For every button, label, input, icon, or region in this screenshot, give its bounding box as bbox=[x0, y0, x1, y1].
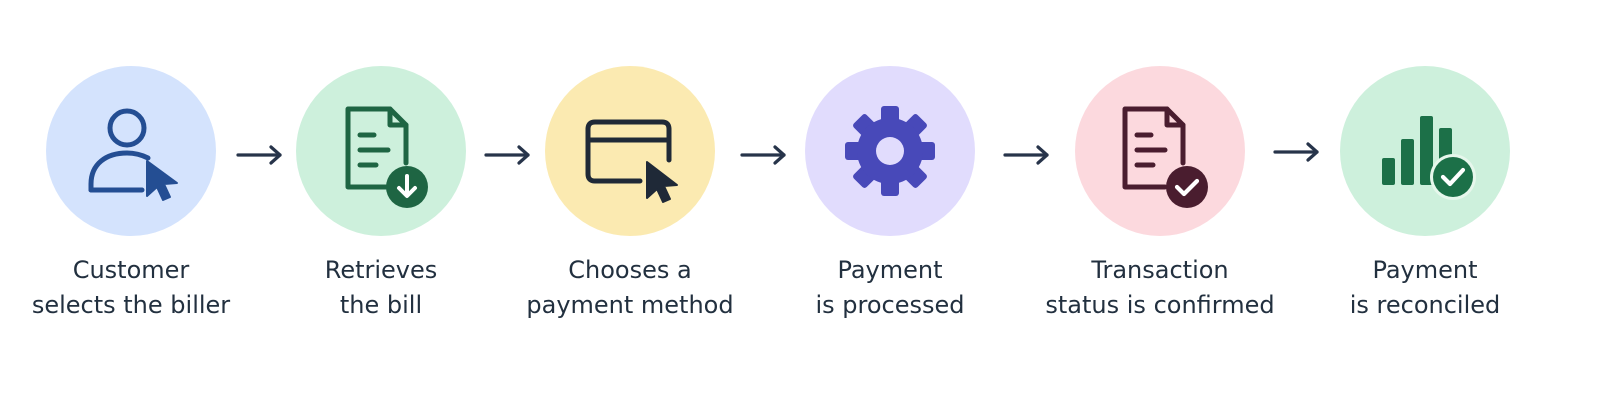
step-1-label-line2: selects the biller bbox=[31, 291, 231, 319]
step-1-label-line1: Customer bbox=[72, 256, 190, 284]
credit-card-cursor-icon bbox=[585, 119, 678, 203]
document-check-icon bbox=[1122, 106, 1208, 208]
step-1-label: Customer selects the biller bbox=[0, 253, 281, 323]
step-4-label-line2: is processed bbox=[815, 291, 965, 319]
step-4-label: Payment is processed bbox=[740, 253, 1040, 323]
bar-chart-check-icon bbox=[1382, 116, 1476, 200]
step-6-label: Payment is reconciled bbox=[1275, 253, 1575, 323]
step-transaction-status-confirmed: Transaction status is confirmed bbox=[1010, 66, 1310, 323]
arrow-right-icon bbox=[740, 145, 788, 165]
step-5-label: Transaction status is confirmed bbox=[1010, 253, 1310, 323]
step-customer-selects-biller: Customer selects the biller bbox=[0, 66, 281, 323]
step-5-label-line1: Transaction bbox=[1091, 256, 1229, 284]
step-6-circle bbox=[1340, 66, 1510, 236]
step-chooses-payment-method: Chooses a payment method bbox=[480, 66, 780, 323]
step-6-label-line1: Payment bbox=[1372, 256, 1478, 284]
arrow-right-icon bbox=[484, 145, 532, 165]
gear-icon bbox=[845, 106, 935, 196]
step-3-circle bbox=[545, 66, 715, 236]
step-4-circle bbox=[805, 66, 975, 236]
step-2-label: Retrieves the bill bbox=[231, 253, 531, 323]
step-3-label-line2: payment method bbox=[526, 291, 734, 319]
step-5-circle bbox=[1075, 66, 1245, 236]
step-1-circle bbox=[46, 66, 216, 236]
step-5-label-line2: status is confirmed bbox=[1045, 291, 1275, 319]
step-2-label-line2: the bill bbox=[339, 291, 423, 319]
step-payment-processed: Payment is processed bbox=[740, 66, 1040, 323]
step-3-label: Chooses a payment method bbox=[480, 253, 780, 323]
step-2-label-line1: Retrieves bbox=[324, 256, 438, 284]
user-cursor-icon bbox=[88, 108, 178, 201]
arrow-right-icon bbox=[1273, 142, 1321, 162]
step-retrieves-bill: Retrieves the bill bbox=[231, 66, 531, 323]
arrow-right-icon bbox=[236, 145, 284, 165]
step-4-label-line1: Payment bbox=[837, 256, 943, 284]
step-payment-reconciled: Payment is reconciled bbox=[1275, 66, 1575, 323]
step-3-label-line1: Chooses a bbox=[568, 256, 692, 284]
arrow-right-icon bbox=[1003, 145, 1051, 165]
document-download-icon bbox=[345, 106, 428, 208]
step-2-circle bbox=[296, 66, 466, 236]
step-6-label-line2: is reconciled bbox=[1349, 291, 1501, 319]
